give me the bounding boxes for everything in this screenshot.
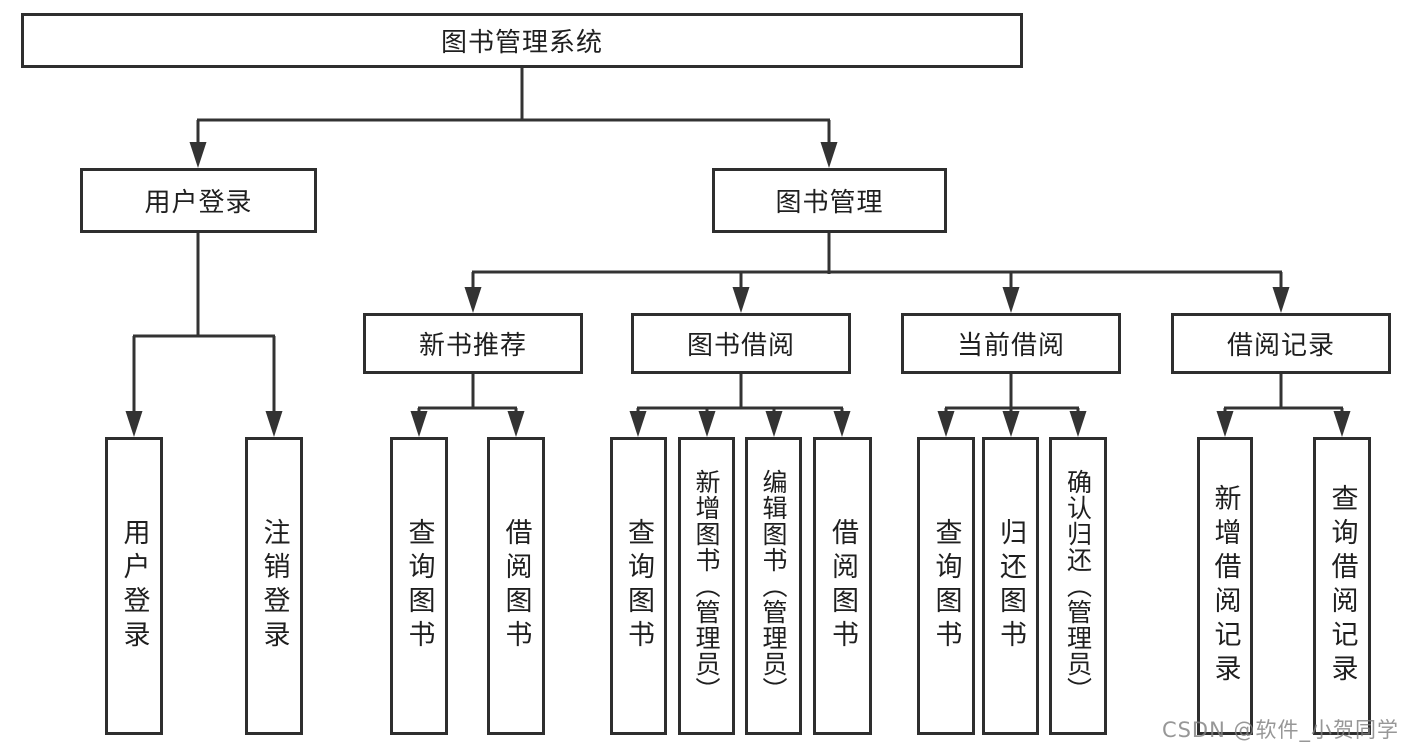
node-book-management: 图书管理 bbox=[712, 168, 947, 233]
watermark: CSDN @软件_小贺同学 bbox=[1161, 718, 1399, 742]
node-book-borrow: 图书借阅 bbox=[631, 313, 851, 374]
leaf-bb-borrow-book: 借阅图书 bbox=[813, 437, 872, 735]
node-root-system: 图书管理系统 bbox=[21, 13, 1023, 68]
leaf-cb-confirm-return-admin: 确认归还（管理员） bbox=[1049, 437, 1107, 735]
leaf-bb-edit-book-admin: 编辑图书（管理员） bbox=[745, 437, 802, 735]
connector-currentborrow-to-leaves bbox=[944, 374, 1080, 415]
node-current-borrow: 当前借阅 bbox=[901, 313, 1121, 374]
leaf-nb-query-book: 查询图书 bbox=[390, 437, 448, 735]
leaf-user-login: 用户登录 bbox=[105, 437, 163, 735]
connector-userlogin-to-leaves bbox=[132, 233, 276, 414]
connector-borrowrecord-to-leaves bbox=[1223, 374, 1344, 415]
connector-bookborrow-to-leaves bbox=[636, 374, 844, 415]
leaf-cb-return-book: 归还图书 bbox=[982, 437, 1039, 735]
node-new-book-recommend: 新书推荐 bbox=[363, 313, 583, 374]
leaf-logout: 注销登录 bbox=[245, 437, 303, 735]
leaf-cb-query-book: 查询图书 bbox=[917, 437, 975, 735]
node-borrow-record: 借阅记录 bbox=[1171, 313, 1391, 374]
leaf-br-add-record: 新增借阅记录 bbox=[1197, 437, 1253, 735]
leaf-nb-borrow-book: 借阅图书 bbox=[487, 437, 545, 735]
leaf-bb-add-book-admin: 新增图书（管理员） bbox=[678, 437, 735, 735]
node-user-login: 用户登录 bbox=[80, 168, 317, 233]
leaf-br-query-record: 查询借阅记录 bbox=[1313, 437, 1371, 735]
connector-root-to-level2 bbox=[196, 68, 831, 146]
connector-bookmgmt-to-level3 bbox=[471, 233, 1283, 291]
leaf-bb-query-book: 查询图书 bbox=[610, 437, 667, 735]
connector-newbookrec-to-leaves bbox=[417, 374, 518, 415]
